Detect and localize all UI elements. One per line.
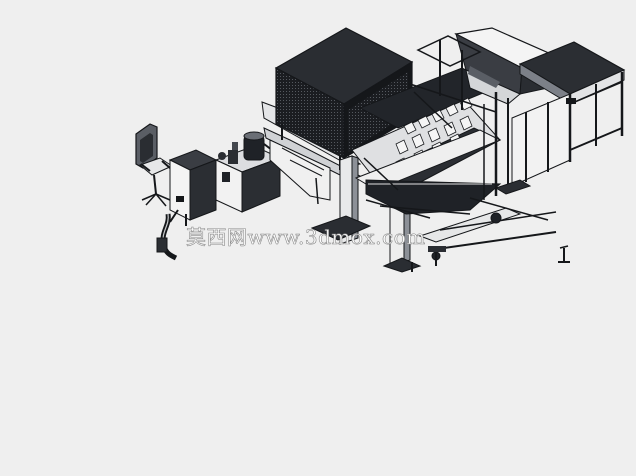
cable-hose bbox=[156, 213, 178, 261]
watermark-text: 莫西网www.3dmox.com bbox=[186, 225, 426, 249]
right-table bbox=[511, 41, 626, 187]
lower-drive bbox=[411, 197, 570, 272]
hydraulic-unit bbox=[214, 131, 282, 213]
control-cabinet bbox=[168, 149, 218, 226]
struts bbox=[363, 83, 497, 219]
operator-chair bbox=[135, 123, 174, 207]
central-supports bbox=[483, 92, 532, 200]
tray-conveyor bbox=[351, 67, 502, 215]
